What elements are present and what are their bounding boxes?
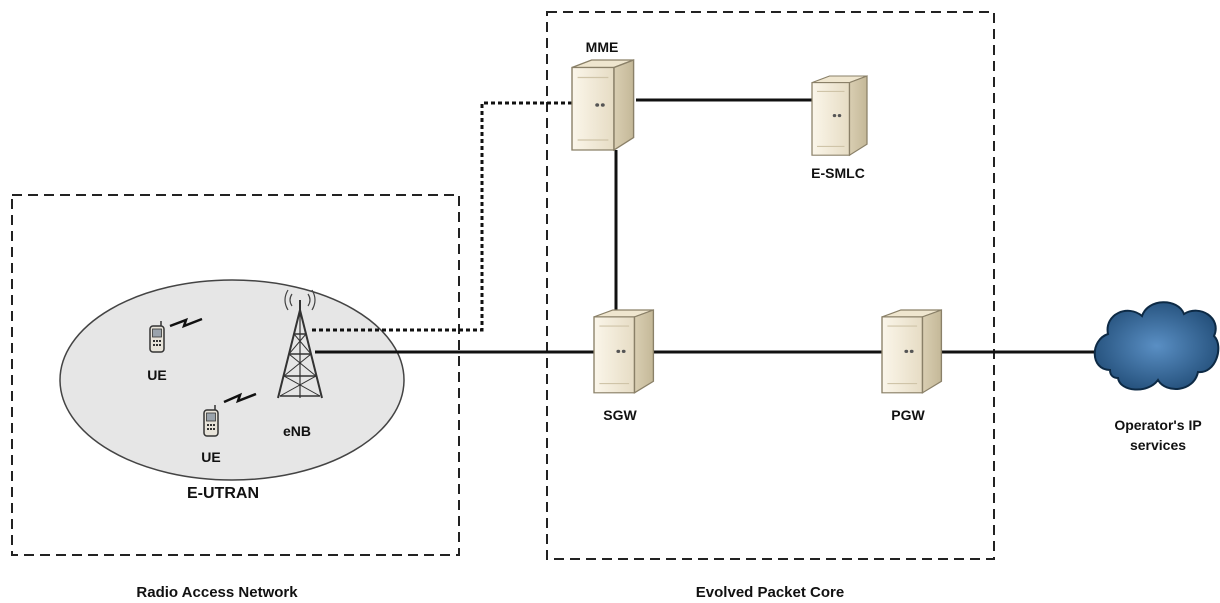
ran-region-box: [11, 194, 460, 556]
mme-label: MME: [586, 39, 619, 55]
ue1-phone-icon: [149, 320, 165, 353]
ue2-label: UE: [201, 449, 220, 465]
ip-services-label-line2: services: [1130, 437, 1186, 453]
sgw-server-icon: [593, 309, 655, 394]
ip-services-label-line1: Operator's IP: [1114, 417, 1201, 433]
ran-region-label: Radio Access Network: [136, 584, 298, 601]
epc-region-label: Evolved Packet Core: [696, 584, 844, 601]
link-enb-mme: [312, 101, 572, 332]
pgw-label: PGW: [891, 407, 925, 423]
enb-label: eNB: [283, 423, 311, 439]
enb-tower-icon: [277, 289, 323, 399]
eutran-ellipse: [59, 279, 405, 481]
ue1-label: UE: [147, 367, 166, 383]
sgw-label: SGW: [603, 407, 637, 423]
esmlc-server-icon: [811, 75, 868, 156]
pgw-server-icon: [881, 309, 943, 394]
ue2-phone-icon: [203, 404, 219, 437]
radio-link-icon: [169, 317, 203, 329]
mme-server-icon: [571, 59, 635, 151]
radio-link-icon: [223, 392, 257, 404]
eutran-label: E-UTRAN: [187, 485, 259, 502]
epc-region-box: [546, 11, 995, 560]
cloud-icon: [1093, 301, 1220, 391]
esmlc-label: E-SMLC: [811, 165, 865, 181]
